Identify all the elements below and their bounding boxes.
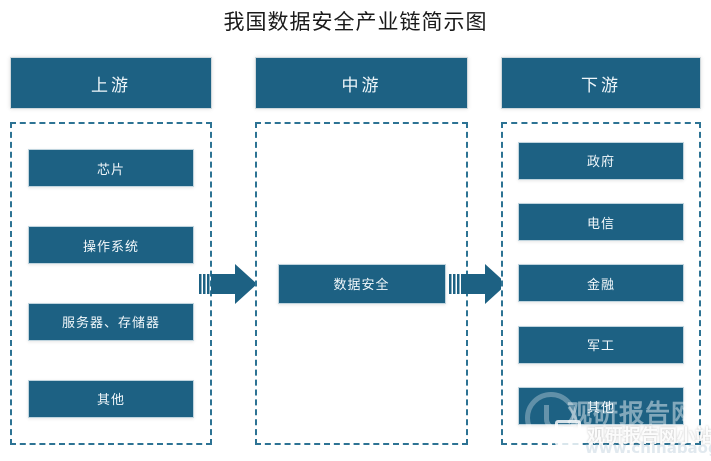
- arrow-upstream-to-midstream: [199, 262, 259, 306]
- column-upstream: 上游 芯片 操作系统 服务器、存储器 其他: [10, 57, 212, 445]
- right-arrow-icon: [449, 264, 507, 304]
- list-item[interactable]: 政府: [518, 141, 684, 180]
- right-arrow-icon: [199, 264, 257, 304]
- dashed-container-downstream: 政府 电信 金融 军工 其他: [501, 122, 701, 445]
- column-header-downstream: 下游: [501, 57, 701, 109]
- item-list-midstream: 数据安全: [257, 124, 466, 443]
- list-item[interactable]: 服务器、存储器: [28, 302, 194, 341]
- dashed-container-midstream: 数据安全: [255, 122, 468, 445]
- column-downstream: 下游 政府 电信 金融 军工 其他: [501, 57, 701, 445]
- list-item[interactable]: 其他: [518, 387, 684, 426]
- list-item[interactable]: 军工: [518, 325, 684, 364]
- column-header-upstream: 上游: [10, 57, 212, 109]
- arrow-midstream-to-downstream: [449, 262, 509, 306]
- item-list-downstream: 政府 电信 金融 军工 其他: [503, 124, 699, 443]
- list-item[interactable]: 操作系统: [28, 226, 194, 265]
- list-item[interactable]: 其他: [28, 379, 194, 418]
- column-midstream: 中游 数据安全: [255, 57, 468, 445]
- list-item[interactable]: 芯片: [28, 149, 194, 188]
- column-header-midstream: 中游: [255, 57, 468, 109]
- list-item[interactable]: 金融: [518, 264, 684, 303]
- list-item[interactable]: 电信: [518, 203, 684, 242]
- item-list-upstream: 芯片 操作系统 服务器、存储器 其他: [12, 124, 210, 443]
- dashed-container-upstream: 芯片 操作系统 服务器、存储器 其他: [10, 122, 212, 445]
- list-item[interactable]: 数据安全: [277, 263, 446, 304]
- page-title: 我国数据安全产业链简示图: [223, 10, 488, 34]
